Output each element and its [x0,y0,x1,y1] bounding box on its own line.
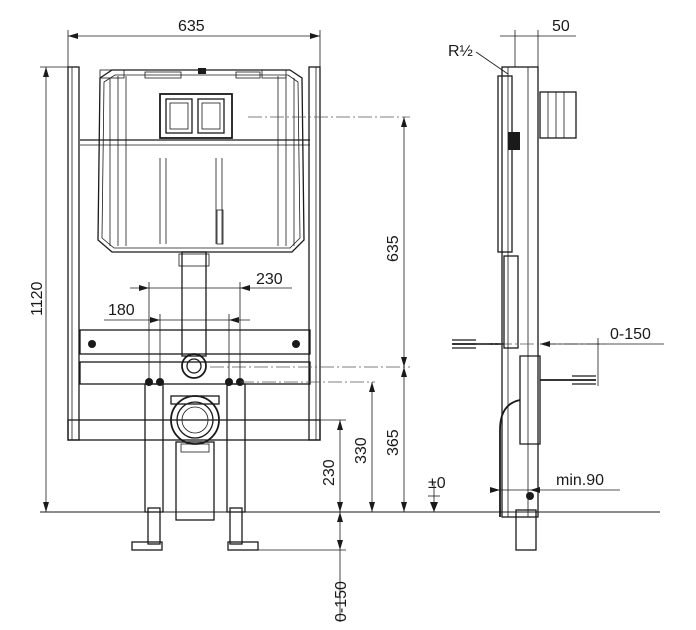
dim-total-height-label: 1120 [29,281,46,316]
cistern-top-bracket-right [261,69,287,79]
frame-lower-rail [79,361,311,385]
dim-lower-spacing-label: 180 [108,302,135,319]
thread-label: R½ [448,43,473,60]
frame-left-post [67,66,80,441]
dim-flush-height-label: 365 [385,429,402,456]
frame-bottom-rail [67,419,321,441]
cistern-body [97,69,305,253]
flush-pipe [181,251,207,357]
zero-level-label: ±0 [428,475,446,492]
flush-outlet [181,353,207,379]
dim-depth-label: 50 [552,18,570,35]
dim-upper-spacing-label: 230 [256,271,283,288]
frame-middle-rail [79,329,311,355]
dim-lower-spacing: 180 [104,302,250,384]
dim-min-distance-label: min.90 [556,472,604,489]
cistern-top-bracket-left [99,69,125,79]
dim-wall-adjust-label: 0-150 [610,326,651,343]
dim-upper-spacing: 230 [130,271,292,384]
support-legs [131,383,259,551]
side-frame [501,66,539,518]
drain-outlet [170,395,220,521]
dim-outlet-height-label: 330 [353,437,370,464]
dim-overall-width-label: 635 [178,18,205,35]
dim-fixing-height: 230 [244,419,346,512]
dim-cistern-height: 635 [385,117,407,367]
zero-level-mark: ±0 [428,475,446,512]
dim-cistern-height-label: 635 [385,235,402,262]
actuator-opening [159,93,233,139]
dim-wall-adjust: 0-150 [540,326,664,386]
dim-floor-adjust: 0-150 [258,512,350,622]
cistern-ribs [109,76,295,246]
dim-depth: 50 [500,18,576,67]
dim-fixing-height-label: 230 [321,459,338,486]
dim-total-height: 1120 [29,66,68,512]
dim-outlet-height: 330 [353,382,375,512]
dim-overall-width: 635 [67,18,321,67]
side-outlet-bend [519,355,541,445]
front-view [67,66,321,551]
side-view [452,66,596,551]
dim-floor-adjust-label: 0-150 [333,581,350,622]
dim-min-distance: min.90 [490,472,620,493]
dim-flush-height: 365 [385,367,407,512]
